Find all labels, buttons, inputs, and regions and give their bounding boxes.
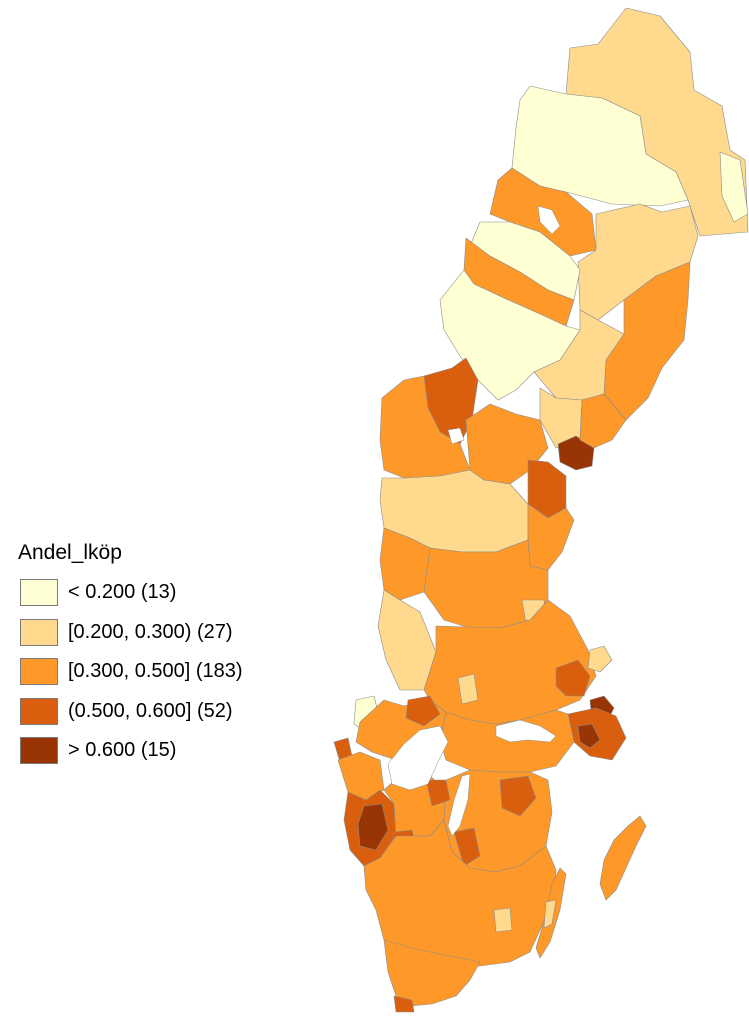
legend-item-class-2: [0.200, 0.300) (27) (20, 613, 243, 653)
legend-label: < 0.200 (13) (68, 581, 177, 604)
region-gothenburg-darkest (357, 803, 389, 851)
region-sm-dark-w (405, 695, 441, 727)
region-west-light-strip (377, 589, 437, 691)
legend-item-class-3: [0.300, 0.500] (183) (20, 652, 243, 692)
lake-north-1 (537, 205, 561, 235)
region-gotland (599, 815, 647, 901)
region-north-east (719, 151, 749, 223)
region-east-coast-upper (603, 261, 691, 421)
legend-label: [0.300, 0.500] (183) (68, 660, 243, 683)
legend-swatch (20, 658, 58, 686)
region-west-mid (379, 375, 471, 479)
region-stockholm-dark (555, 659, 591, 697)
legend-swatch (20, 579, 58, 607)
legend-label: (0.500, 0.600] (52) (68, 699, 233, 722)
region-south-light-small (493, 907, 513, 933)
region-coast-darkest (557, 435, 595, 471)
legend-item-class-5: > 0.600 (15) (20, 731, 243, 771)
legend-title: Andel_lköp (18, 541, 122, 564)
lake-malaren (495, 719, 557, 743)
region-stockholm-south (577, 723, 601, 749)
region-south-dark-4 (453, 827, 481, 867)
municipality-regions (333, 7, 749, 1013)
region-north-central (511, 85, 689, 207)
lake-vanern (387, 725, 449, 791)
region-south-dark-2 (499, 775, 537, 817)
map-legend: Andel_lköp < 0.200 (13) [0.200, 0.300) (… (18, 541, 243, 771)
region-lower-mid-west (379, 527, 431, 601)
region-scania (383, 939, 481, 1007)
region-oland-light (543, 899, 557, 929)
region-coast-mid (579, 393, 627, 449)
legend-swatch (20, 697, 58, 725)
lake-vattern (447, 773, 471, 837)
legend-item-class-4: (0.500, 0.600] (52) (20, 692, 243, 732)
legend-item-class-1: < 0.200 (13) (20, 573, 243, 613)
region-light-small (457, 673, 479, 705)
region-scania-dark (393, 995, 415, 1013)
region-mid-band (439, 709, 575, 773)
legend-swatch (20, 737, 58, 765)
lake-north-2 (447, 427, 465, 445)
legend-swatch (20, 618, 58, 646)
region-north-tip (565, 7, 749, 237)
legend-label: > 0.600 (15) (68, 739, 177, 762)
legend-label: [0.200, 0.300) (27) (68, 620, 233, 643)
region-south-dark-1 (425, 779, 451, 807)
region-east-light (587, 645, 613, 673)
lakes (387, 205, 561, 837)
